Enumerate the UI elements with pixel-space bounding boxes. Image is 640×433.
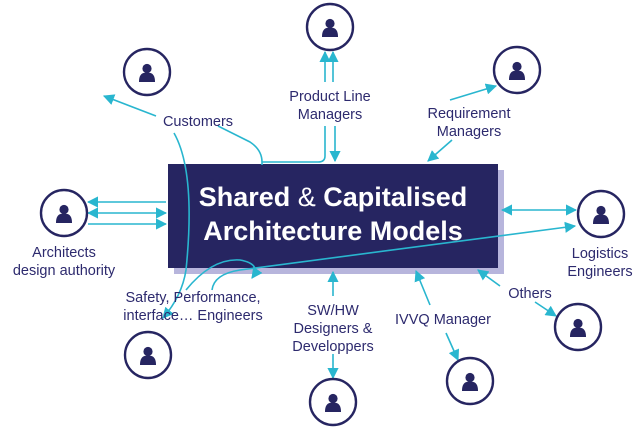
- label-customers: Customers: [163, 114, 233, 130]
- person-node-customers: [122, 47, 172, 97]
- label-requirement-managers-1: Requirement: [427, 106, 510, 122]
- person-node-safety: [123, 330, 173, 380]
- center-box: [168, 164, 498, 268]
- label-safety-1: Safety, Performance,: [125, 290, 260, 306]
- connector-arrows: [86, 50, 578, 380]
- label-swhw-2: Designers &: [294, 321, 373, 337]
- person-node-plm: [305, 2, 355, 52]
- label-logistics-1: Logistics: [572, 246, 628, 262]
- center-title-line2: Architecture Models: [203, 216, 463, 246]
- label-swhw-1: SW/HW: [307, 303, 359, 319]
- label-requirement-managers-2: Managers: [437, 124, 501, 140]
- arrow-others-to-person: [534, 301, 557, 317]
- label-safety-2: interface… Engineers: [123, 308, 262, 324]
- label-others: Others: [508, 286, 552, 302]
- arrow-ivvq-to-box: [414, 269, 431, 306]
- arrow-plm-side: [262, 126, 326, 163]
- arrow-req-to-person: [449, 83, 498, 101]
- label-logistics-2: Engineers: [567, 264, 632, 280]
- label-swhw-3: Developpers: [292, 339, 373, 355]
- person-node-others: [553, 302, 603, 352]
- arrow-req-to-box: [427, 139, 453, 162]
- person-node-requirement: [492, 45, 542, 95]
- center-title-line1: Shared & Capitalised: [199, 182, 468, 212]
- arrow-others-to-box: [477, 269, 501, 287]
- label-architects-2: design authority: [13, 263, 116, 279]
- arrow-ivvq-to-person: [445, 332, 460, 362]
- person-node-swhw: [308, 377, 358, 427]
- person-node-ivvq: [445, 356, 495, 406]
- arrow-customers-to-person: [102, 94, 157, 117]
- person-node-architects: [39, 188, 89, 238]
- label-architects-1: Architects: [32, 245, 96, 261]
- arrow-customers-to-box: [217, 125, 263, 165]
- arrow-safety-loop: [185, 259, 263, 291]
- label-product-line-managers-2: Managers: [298, 107, 362, 123]
- person-node-logistics: [576, 189, 626, 239]
- label-product-line-managers-1: Product Line: [289, 89, 370, 105]
- arrow-customers-to-safety: [162, 132, 190, 319]
- arrow-safety-to-logistics: [211, 221, 577, 291]
- label-ivvq: IVVQ Manager: [395, 312, 491, 328]
